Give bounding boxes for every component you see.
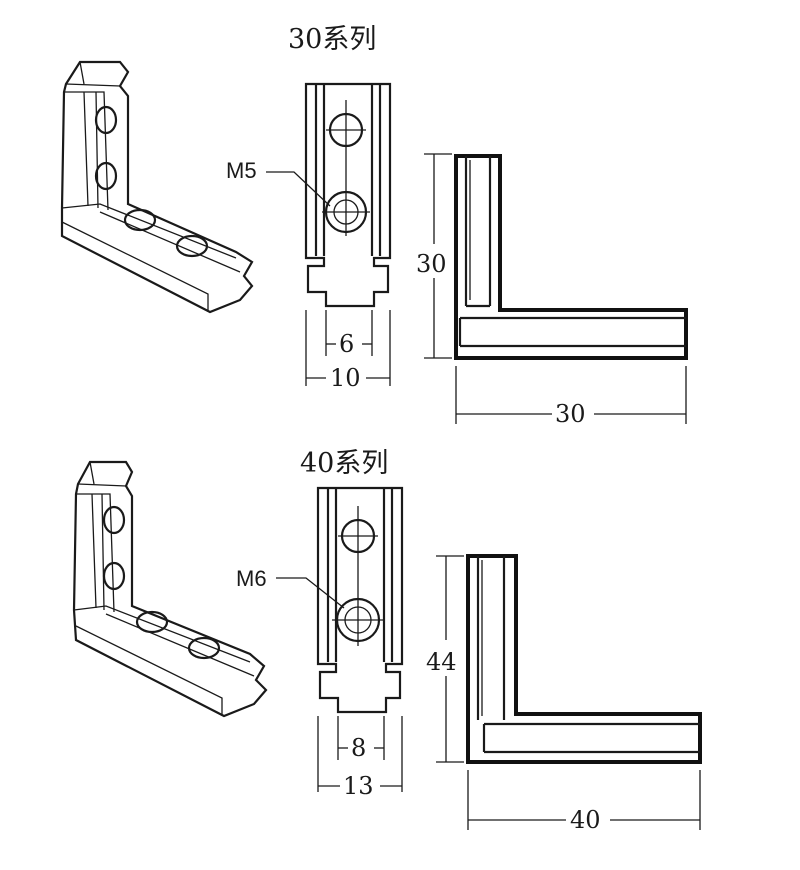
series-30-iso-bracket [60,60,254,314]
series-40-title: 40系列 [300,448,388,479]
series-40-thread-label: M6 [236,566,267,591]
series-30-slot-outer-dim: 10 [330,364,361,392]
series-30-title: 30系列 [288,24,376,55]
series-40-width-dim: 40 [570,806,601,834]
series-40-side-view: 44 40 [426,554,702,834]
series-30-side-view: 30 30 [416,153,688,428]
series-40-iso-bracket [72,460,268,718]
series-40-group: 40系列 M6 [72,448,702,834]
series-40-height-dim: 44 [426,648,457,676]
series-40-front-view: M6 8 13 [236,486,404,800]
series-30-height-dim: 30 [416,250,447,278]
series-30-front-view: M5 6 10 [226,82,392,392]
series-30-slot-inner-dim: 6 [339,330,354,358]
series-30-group: 30系列 M5 [60,24,688,428]
series-40-slot-outer-dim: 13 [343,772,374,800]
series-40-slot-inner-dim: 8 [351,734,366,762]
series-30-width-dim: 30 [555,400,586,428]
series-30-thread-label: M5 [226,158,257,183]
